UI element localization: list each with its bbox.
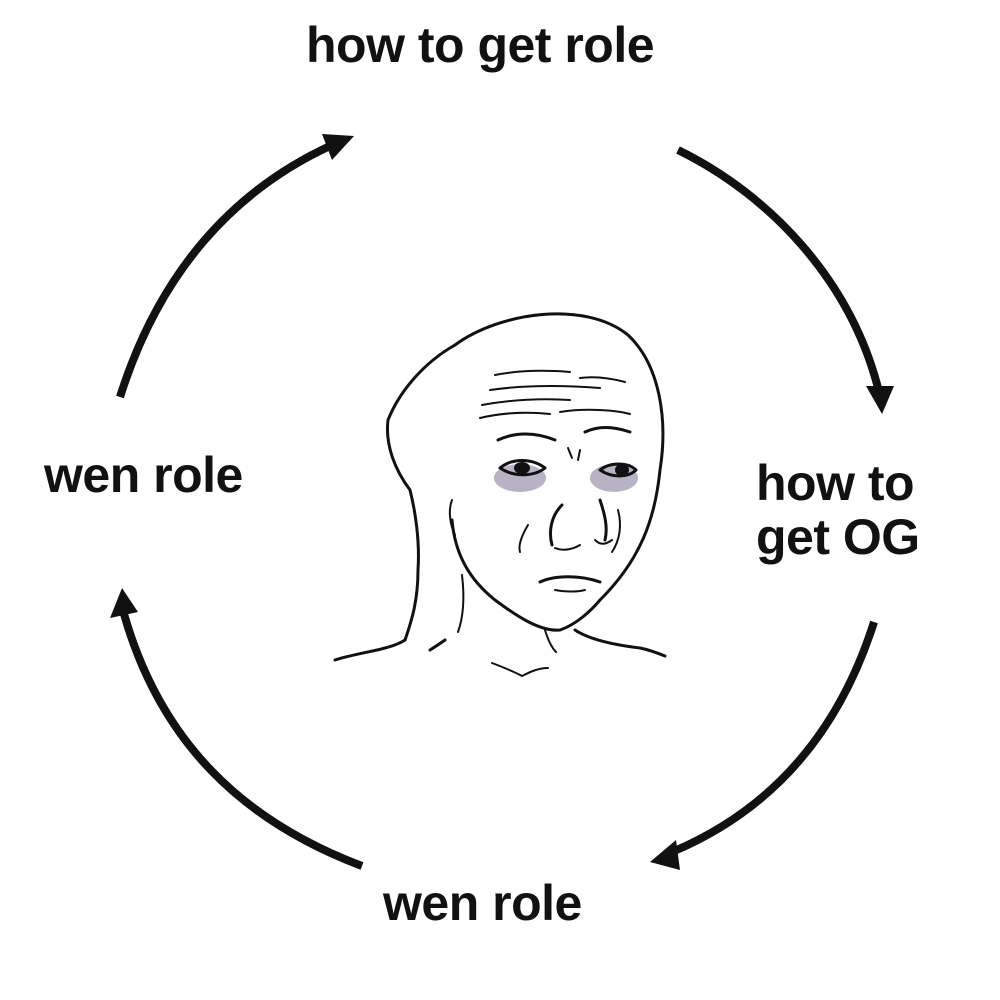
arrow-left-to-top (116, 134, 354, 399)
cycle-step-left-label: wen role (44, 447, 243, 503)
cycle-step-right-label: how to get OG (756, 456, 920, 564)
arrow-right-to-bottom (650, 620, 878, 870)
cycle-step-right-label-line1: how to (756, 455, 915, 511)
cycle-step-top-label: how to get role (306, 17, 655, 73)
cycle-step-bottom-label: wen role (383, 875, 582, 931)
cycle-step-right-label-line2: get OG (756, 509, 920, 565)
arrow-bottom-to-left (110, 588, 364, 870)
arrow-top-to-right (676, 146, 894, 414)
